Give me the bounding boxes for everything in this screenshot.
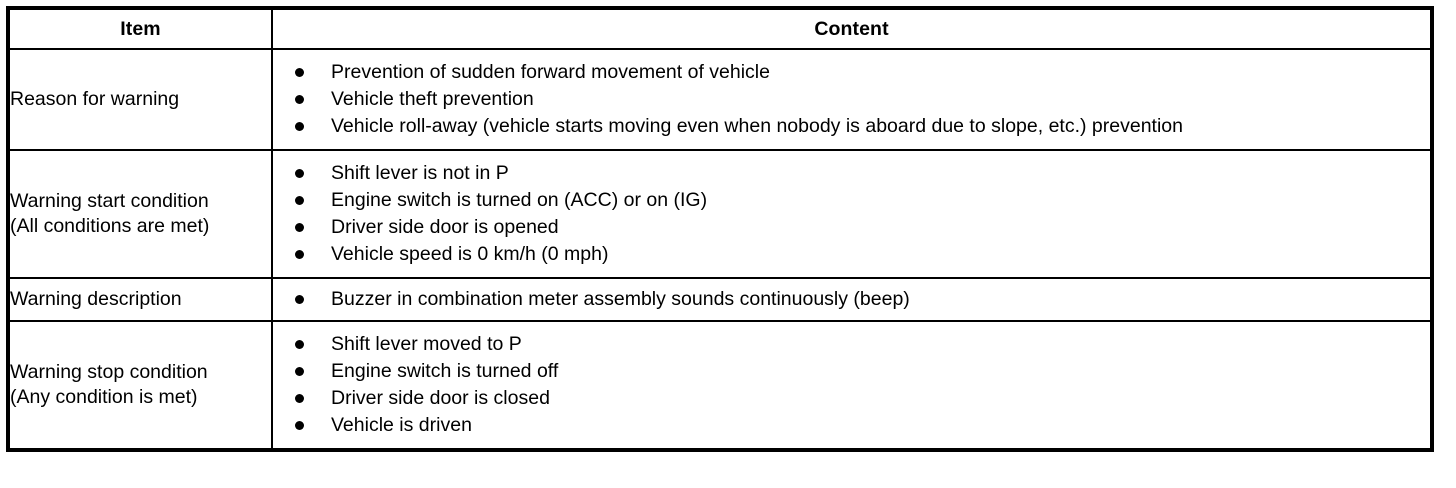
- list-item: Shift lever moved to P: [273, 331, 1430, 358]
- item-label-line1: Warning stop condition: [10, 361, 208, 383]
- header-row: Item Content: [7, 7, 1433, 50]
- list-item: Vehicle is driven: [273, 412, 1430, 439]
- list-item: Driver side door is opened: [273, 214, 1430, 241]
- table-row: Warning description Buzzer in combinatio…: [7, 277, 1433, 322]
- row-content: Shift lever moved to P Engine switch is …: [271, 320, 1433, 451]
- row-content: Prevention of sudden forward movement of…: [271, 48, 1433, 151]
- bullet-dot-icon: [295, 340, 304, 349]
- row-content: Buzzer in combination meter assembly sou…: [271, 277, 1433, 322]
- list-item-text: Vehicle is driven: [331, 414, 472, 436]
- bullet-list: Shift lever is not in P Engine switch is…: [273, 151, 1430, 277]
- list-item-text: Shift lever moved to P: [331, 333, 522, 355]
- list-item: Engine switch is turned off: [273, 358, 1430, 385]
- column-header-item: Item: [7, 7, 273, 50]
- list-item: Driver side door is closed: [273, 385, 1430, 412]
- bullet-list: Shift lever moved to P Engine switch is …: [273, 322, 1430, 448]
- warning-spec-table: Item Content Reason for warning Preventi…: [6, 6, 1434, 452]
- list-item: Prevention of sudden forward movement of…: [273, 59, 1430, 86]
- row-item-label: Warning description: [7, 277, 273, 322]
- bullet-dot-icon: [295, 122, 304, 131]
- list-item-text: Prevention of sudden forward movement of…: [331, 61, 770, 83]
- list-item: Vehicle roll-away (vehicle starts moving…: [273, 113, 1430, 140]
- bullet-dot-icon: [295, 367, 304, 376]
- row-content: Shift lever is not in P Engine switch is…: [271, 149, 1433, 279]
- list-item-text: Driver side door is closed: [331, 387, 550, 409]
- bullet-dot-icon: [295, 196, 304, 205]
- list-item-text: Engine switch is turned off: [331, 360, 559, 382]
- bullet-dot-icon: [295, 394, 304, 403]
- list-item-text: Vehicle theft prevention: [331, 88, 534, 110]
- list-item-text: Vehicle roll-away (vehicle starts moving…: [331, 115, 1183, 137]
- item-label-line1: Warning start condition: [10, 190, 209, 212]
- item-label-line1: Warning description: [10, 288, 182, 310]
- column-header-content: Content: [271, 7, 1433, 50]
- bullet-list: Buzzer in combination meter assembly sou…: [273, 279, 1430, 320]
- row-item-label: Warning stop condition (Any condition is…: [7, 320, 273, 451]
- list-item-text: Shift lever is not in P: [331, 162, 509, 184]
- bullet-list: Prevention of sudden forward movement of…: [273, 50, 1430, 149]
- table-header: Item Content: [7, 7, 1433, 50]
- list-item-text: Driver side door is opened: [331, 216, 559, 238]
- table-body: Reason for warning Prevention of sudden …: [7, 48, 1433, 451]
- list-item: Engine switch is turned on (ACC) or on (…: [273, 187, 1430, 214]
- bullet-dot-icon: [295, 68, 304, 77]
- list-item: Shift lever is not in P: [273, 160, 1430, 187]
- list-item: Vehicle theft prevention: [273, 86, 1430, 113]
- item-label-line1: Reason for warning: [10, 88, 180, 110]
- bullet-dot-icon: [295, 223, 304, 232]
- row-item-label: Reason for warning: [7, 48, 273, 151]
- bullet-dot-icon: [295, 421, 304, 430]
- list-item-text: Buzzer in combination meter assembly sou…: [331, 288, 910, 310]
- list-item: Vehicle speed is 0 km/h (0 mph): [273, 241, 1430, 268]
- bullet-dot-icon: [295, 250, 304, 259]
- table-row: Reason for warning Prevention of sudden …: [7, 48, 1433, 151]
- table-row: Warning start condition (All conditions …: [7, 149, 1433, 279]
- bullet-dot-icon: [295, 169, 304, 178]
- row-item-label: Warning start condition (All conditions …: [7, 149, 273, 279]
- list-item-text: Vehicle speed is 0 km/h (0 mph): [331, 243, 609, 265]
- list-item: Buzzer in combination meter assembly sou…: [273, 286, 1430, 313]
- item-label-line2: (All conditions are met): [10, 215, 210, 237]
- item-label-line2: (Any condition is met): [10, 386, 198, 408]
- bullet-dot-icon: [295, 295, 304, 304]
- bullet-dot-icon: [295, 95, 304, 104]
- list-item-text: Engine switch is turned on (ACC) or on (…: [331, 189, 708, 211]
- table-row: Warning stop condition (Any condition is…: [7, 320, 1433, 451]
